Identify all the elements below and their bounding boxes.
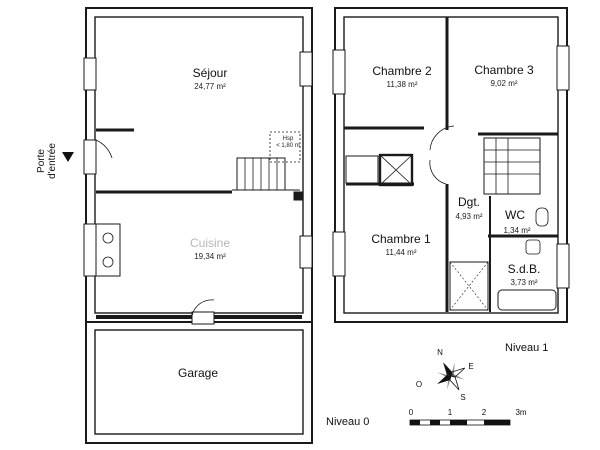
room-label-dgt: Dgt. — [457, 195, 481, 209]
room-area-sejour: 24,77 m² — [194, 82, 226, 91]
stair-height-note: Hsp < 1,80 m — [276, 136, 300, 150]
level-1-walls — [332, 7, 570, 323]
room-label-sdb: S.d.B. — [507, 262, 541, 276]
compass-letter-n: N — [437, 348, 443, 357]
scale-tick-2: 2 — [481, 408, 487, 417]
entrance-label: Porte d'entrée — [36, 136, 58, 186]
compass-letter-e: E — [468, 362, 474, 371]
scale-tick-1: 1 — [447, 408, 453, 417]
room-label-cuisine: Cuisine — [189, 236, 231, 250]
room-area-wc: 1,34 m² — [503, 226, 531, 235]
room-area-chambre-2: 11,38 m² — [386, 80, 418, 89]
room-area-chambre-1: 11,44 m² — [385, 248, 417, 257]
scale-tick-3: 3m — [515, 408, 527, 417]
room-label-wc: WC — [505, 208, 525, 222]
room-label-chambre-2: Chambre 2 — [372, 64, 432, 78]
room-label-sejour: Séjour — [192, 66, 228, 80]
level-0-walls — [83, 7, 313, 444]
room-label-chambre-3: Chambre 3 — [474, 63, 534, 77]
entrance-arrow-icon — [62, 152, 74, 162]
entrance-label-text: Porte d'entrée — [36, 143, 58, 179]
room-area-chambre-3: 9,02 m² — [490, 79, 518, 88]
scale-bar — [409, 419, 511, 426]
scale-tick-0: 0 — [408, 408, 414, 417]
room-area-dgt: 4,93 m² — [455, 212, 483, 221]
room-area-cuisine: 19,34 m² — [194, 252, 226, 261]
room-label-chambre-1: Chambre 1 — [371, 232, 431, 246]
compass-letter-s: S — [460, 393, 466, 402]
compass-rose-icon — [437, 362, 466, 391]
stair-height-note-text: Hsp < 1,80 m — [276, 136, 300, 149]
level-0-label: Niveau 0 — [326, 416, 370, 428]
level-1-label: Niveau 1 — [505, 342, 549, 354]
compass-letter-o: O — [415, 380, 423, 389]
room-area-sdb: 3,73 m² — [510, 278, 538, 287]
room-label-garage: Garage — [177, 366, 219, 380]
